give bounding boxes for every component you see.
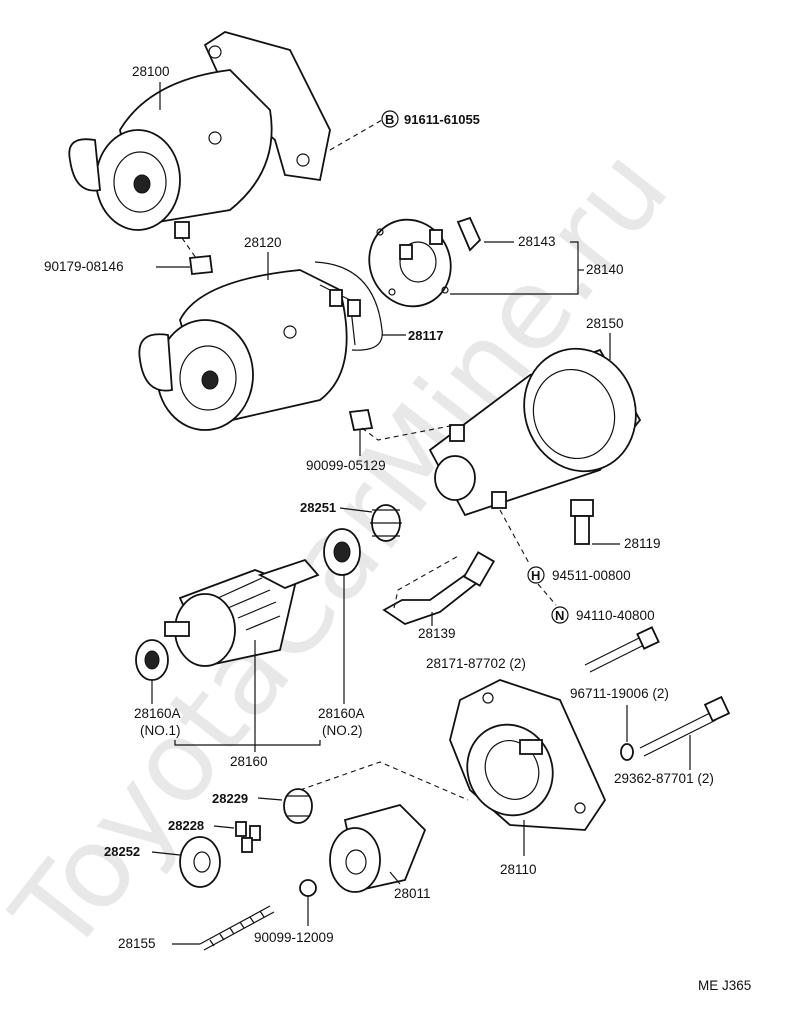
spring-28155[interactable] [199, 905, 275, 951]
rollers-28228[interactable] [235, 821, 261, 853]
label-90099-12009: 90099-12009 [254, 930, 334, 945]
page-code: ME J365 [698, 978, 751, 993]
nut-90179-08146[interactable] [188, 255, 214, 275]
label-29362-87701: 29362-87701 (2) [614, 771, 714, 786]
armature-28160[interactable] [164, 558, 320, 667]
ball-90099-12009[interactable] [299, 879, 317, 897]
label-28229: 28229 [212, 791, 248, 806]
clip-90099-05129[interactable] [348, 409, 374, 431]
label-90099-05129: 90099-05129 [306, 458, 386, 473]
label-28011: 28011 [394, 886, 431, 901]
label-28228: 28228 [168, 818, 204, 833]
label-28171-87702: 28171-87702 (2) [426, 656, 526, 671]
brush-holder-28140[interactable] [355, 206, 465, 320]
label-28160a-right-no: (NO.2) [322, 723, 363, 738]
housing-28150[interactable] [428, 333, 653, 517]
label-96711-19006: 96711-19006 (2) [570, 686, 669, 701]
clutch-28011[interactable] [329, 803, 427, 893]
gear-28251[interactable] [370, 504, 402, 542]
label-28150: 28150 [586, 316, 624, 331]
label-28140: 28140 [586, 262, 624, 277]
label-28160a-left: 28160A [134, 706, 181, 721]
label-28252: 28252 [104, 844, 140, 859]
label-28120: 28120 [244, 235, 282, 250]
label-28160: 28160 [230, 754, 268, 769]
label-94511-00800: 94511-00800 [552, 568, 631, 583]
fastener-91611-symbol[interactable]: B [381, 110, 399, 128]
ring-28117[interactable] [314, 261, 383, 351]
label-28160a-right: 28160A [318, 706, 365, 721]
label-28139: 28139 [418, 626, 456, 641]
end-frame-28110[interactable] [449, 679, 607, 831]
gear-28229[interactable] [283, 788, 313, 824]
gear-28252[interactable] [179, 836, 221, 888]
fastener-94511-symbol[interactable]: H [527, 566, 545, 584]
label-28251: 28251 [300, 500, 336, 515]
label-28155: 28155 [118, 936, 156, 951]
label-28143: 28143 [518, 234, 556, 249]
symbol-b: B [385, 112, 394, 127]
starter-motor-28100[interactable] [68, 31, 331, 239]
washer-96711-19006[interactable] [620, 743, 634, 761]
label-28119: 28119 [624, 536, 661, 551]
motor-body-28120[interactable] [138, 269, 361, 431]
plug-28119[interactable] [570, 499, 594, 545]
bolt-28171-87702[interactable] [584, 626, 660, 673]
lever-28139[interactable] [382, 551, 496, 625]
clip-28143[interactable] [456, 216, 482, 252]
label-90179-08146: 90179-08146 [44, 259, 124, 274]
label-28110: 28110 [500, 862, 537, 877]
bearing-28160a-no1[interactable] [135, 639, 169, 681]
label-28160a-left-no: (NO.1) [140, 723, 181, 738]
bolt-29362-87701[interactable] [639, 695, 731, 757]
symbol-h: H [531, 568, 540, 583]
symbol-n: N [555, 608, 564, 623]
label-94110-40800: 94110-40800 [576, 608, 655, 623]
label-91611-61055: 91611-61055 [404, 112, 480, 127]
label-28100: 28100 [132, 64, 170, 79]
label-28117: 28117 [408, 328, 443, 343]
fastener-94110-symbol[interactable]: N [551, 606, 569, 624]
bearing-28160a-no2[interactable] [323, 528, 361, 576]
